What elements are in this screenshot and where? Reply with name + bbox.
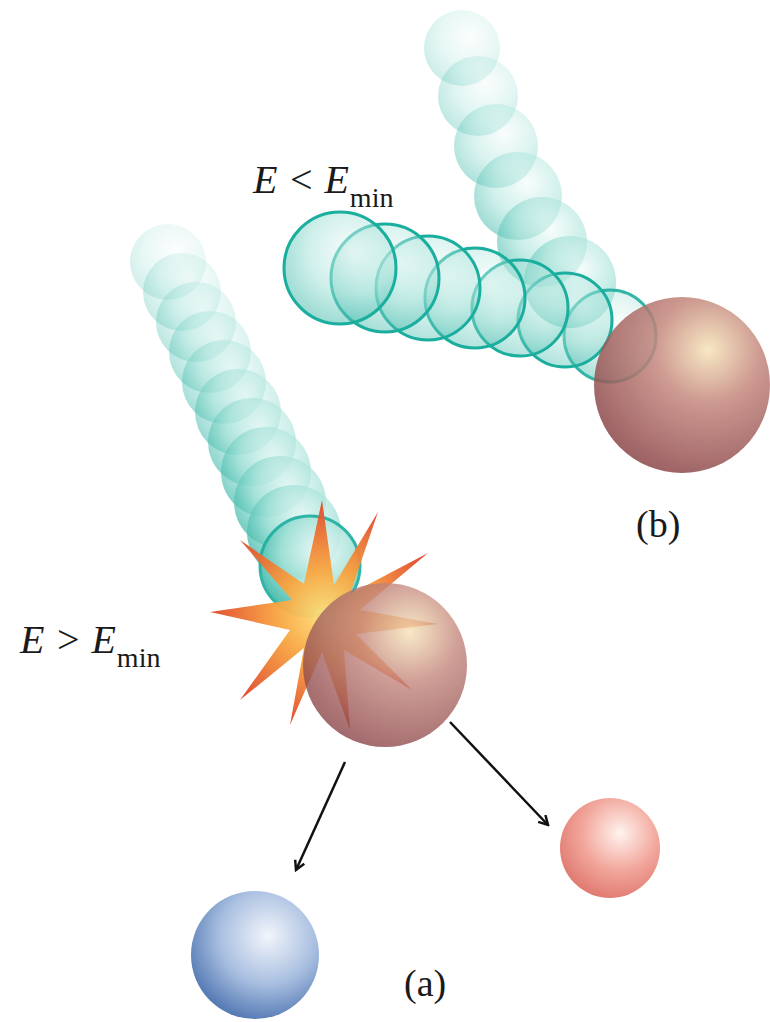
- product-arrow: [450, 722, 548, 825]
- energy-condition: E > E: [20, 620, 116, 660]
- panel-label: (b): [636, 505, 680, 543]
- target-molecule-a: [303, 583, 467, 747]
- subscript: min: [117, 644, 161, 672]
- subscript: min: [350, 184, 394, 212]
- target-molecule-b: [594, 297, 770, 473]
- product-molecule: [560, 798, 660, 898]
- energy-condition: E < E: [253, 160, 349, 200]
- product-molecule: [191, 891, 319, 1019]
- product-arrow: [296, 762, 345, 870]
- panel-label: (a): [404, 964, 446, 1002]
